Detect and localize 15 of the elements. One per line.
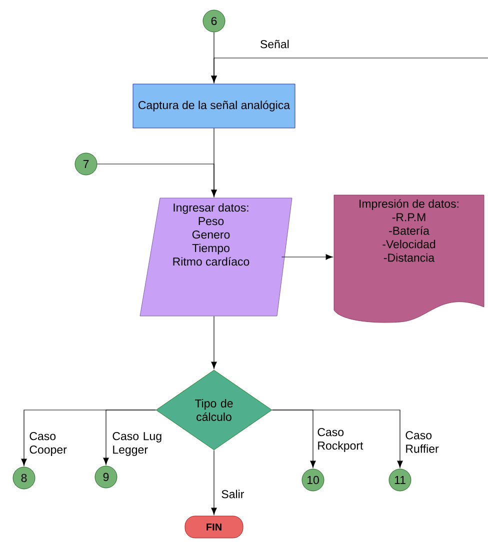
input-parallelogram: Ingresar datos: Peso Genero Tiempo Ritmo cardíaco [140, 198, 292, 316]
arrow [211, 58, 488, 83]
arrow [103, 410, 156, 465]
edge-label: Caso Cooper [30, 432, 67, 456]
arrow [272, 410, 403, 468]
edge-label: Caso Rockport [318, 428, 364, 452]
edge-label: Caso Ruffier [406, 431, 439, 453]
arrow [96, 164, 217, 197]
edge-label: Salir [222, 490, 244, 498]
arrow [211, 450, 217, 515]
edge-label: Señal [260, 40, 289, 48]
arrow [281, 254, 333, 260]
arrow [211, 316, 217, 369]
process-box: Captura de la señal analógica [132, 84, 296, 128]
terminator: FIN [184, 516, 244, 538]
